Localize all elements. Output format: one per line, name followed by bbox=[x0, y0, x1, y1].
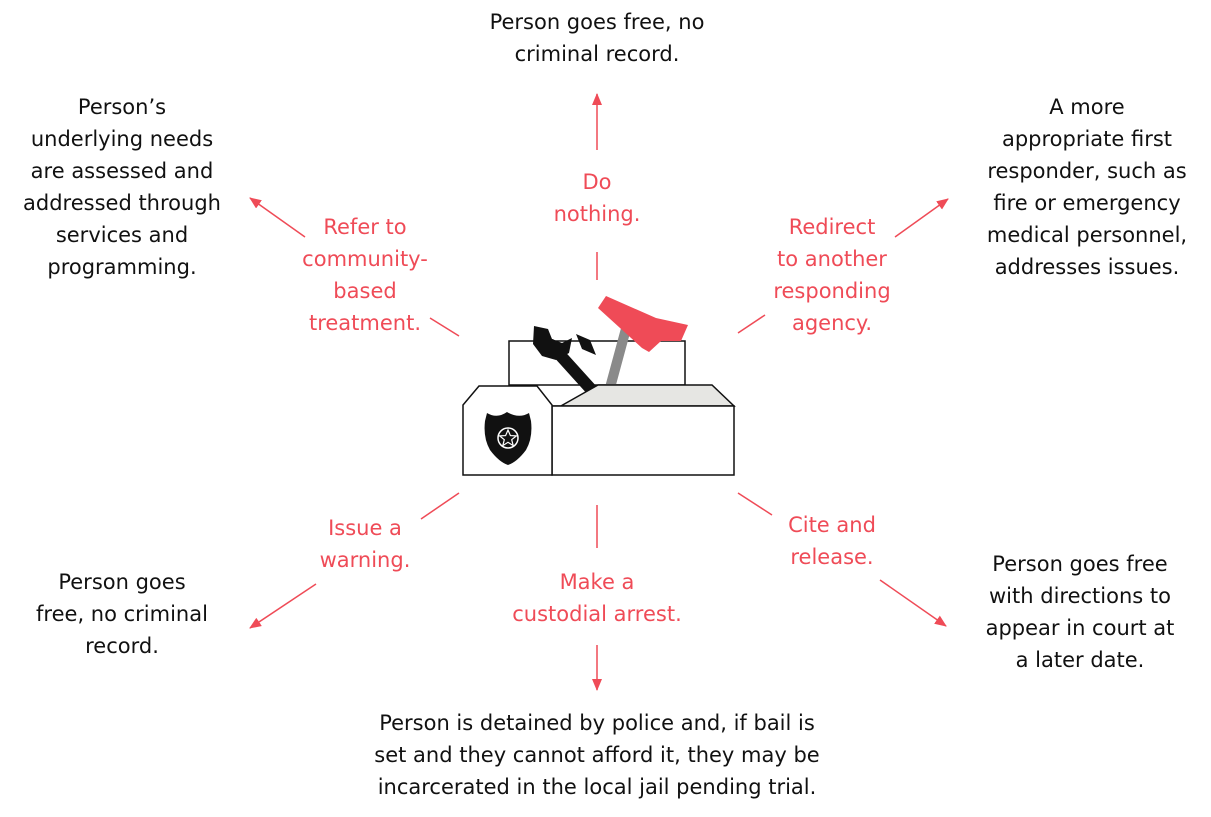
action-arrest: Make a custodial arrest. bbox=[512, 566, 682, 630]
connector-redirect bbox=[738, 315, 765, 333]
connector-warning bbox=[421, 493, 459, 519]
outcome-line: addressed through bbox=[23, 187, 221, 219]
action-line: to another bbox=[773, 243, 890, 275]
outcome-line: a later date. bbox=[986, 644, 1175, 676]
toolbox-icon bbox=[463, 296, 734, 475]
action-warning: Issue a warning. bbox=[320, 512, 411, 576]
action-line: nothing. bbox=[554, 198, 641, 230]
action-line: Cite and bbox=[788, 509, 876, 541]
outcome-line: appear in court at bbox=[986, 612, 1175, 644]
outcome-line: responder, such as bbox=[987, 155, 1187, 187]
outcome-line: are assessed and bbox=[23, 155, 221, 187]
action-line: warning. bbox=[320, 544, 411, 576]
outcome-warning: Person goes free, no criminal record. bbox=[36, 566, 208, 662]
arrow-cite bbox=[880, 580, 946, 626]
toolbox-back-panel bbox=[509, 341, 685, 385]
outcome-line: underlying needs bbox=[23, 123, 221, 155]
outcome-refer: Person’s underlying needs are assessed a… bbox=[23, 91, 221, 283]
outcome-line: programming. bbox=[23, 251, 221, 283]
action-line: agency. bbox=[773, 307, 890, 339]
connector-cite bbox=[738, 493, 772, 515]
outcome-line: addresses issues. bbox=[987, 251, 1187, 283]
action-redirect: Redirect to another responding agency. bbox=[773, 211, 890, 339]
action-line: Issue a bbox=[320, 512, 411, 544]
action-cite: Cite and release. bbox=[788, 509, 876, 573]
outcome-line: A more bbox=[987, 91, 1187, 123]
outcome-line: fire or emergency bbox=[987, 187, 1187, 219]
outcome-line: incarcerated in the local jail pending t… bbox=[374, 771, 819, 803]
action-do-nothing: Do nothing. bbox=[554, 166, 641, 230]
action-line: responding bbox=[773, 275, 890, 307]
arrow-refer bbox=[250, 198, 305, 237]
outcome-line: Person’s bbox=[23, 91, 221, 123]
action-line: treatment. bbox=[302, 307, 428, 339]
outcome-line: medical personnel, bbox=[987, 219, 1187, 251]
action-line: Refer to bbox=[302, 211, 428, 243]
arrow-warning bbox=[250, 584, 316, 628]
outcome-line: Person goes bbox=[36, 566, 208, 598]
outcome-line: Person is detained by police and, if bai… bbox=[374, 707, 819, 739]
outcome-cite: Person goes free with directions to appe… bbox=[986, 548, 1175, 676]
outcome-line: record. bbox=[36, 630, 208, 662]
outcome-arrest: Person is detained by police and, if bai… bbox=[374, 707, 819, 803]
outcome-line: free, no criminal bbox=[36, 598, 208, 630]
outcome-line: with directions to bbox=[986, 580, 1175, 612]
outcome-do-nothing: Person goes free, no criminal record. bbox=[490, 6, 705, 70]
arrow-redirect bbox=[895, 199, 948, 237]
toolbox-front bbox=[552, 406, 734, 475]
action-line: Make a bbox=[512, 566, 682, 598]
outcome-line: Person goes free, no bbox=[490, 6, 705, 38]
outcome-line: appropriate first bbox=[987, 123, 1187, 155]
outcome-line: set and they cannot afford it, they may … bbox=[374, 739, 819, 771]
action-line: based bbox=[302, 275, 428, 307]
outcome-line: Person goes free bbox=[986, 548, 1175, 580]
outcome-line: criminal record. bbox=[490, 38, 705, 70]
action-line: custodial arrest. bbox=[512, 598, 682, 630]
action-refer: Refer to community- based treatment. bbox=[302, 211, 428, 339]
outcome-redirect: A more appropriate first responder, such… bbox=[987, 91, 1187, 283]
action-line: Redirect bbox=[773, 211, 890, 243]
outcome-line: services and bbox=[23, 219, 221, 251]
action-line: community- bbox=[302, 243, 428, 275]
connector-refer bbox=[430, 318, 459, 336]
action-line: Do bbox=[554, 166, 641, 198]
action-line: release. bbox=[788, 541, 876, 573]
